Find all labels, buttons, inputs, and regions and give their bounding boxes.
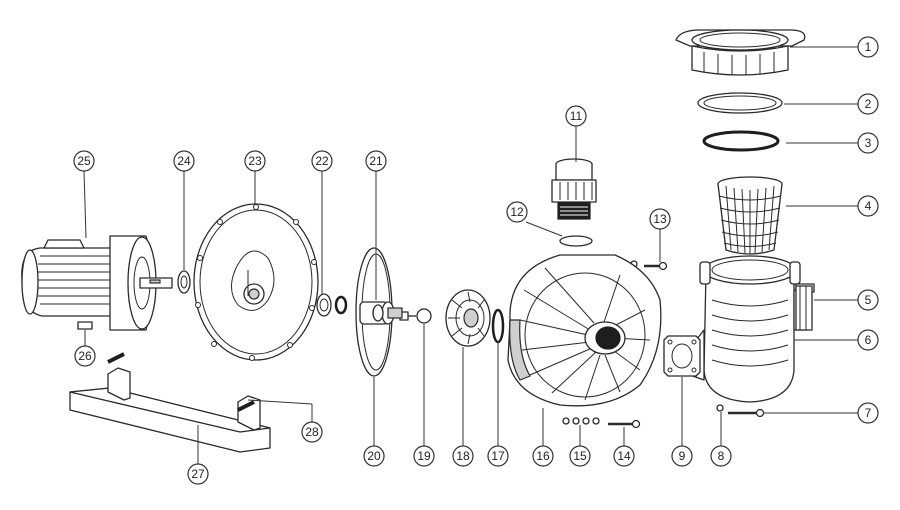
- part-flange-gasket: [663, 335, 701, 377]
- callout-15: 15: [569, 445, 591, 467]
- part-outlet-union: [795, 285, 813, 331]
- part-screw-14: [608, 419, 641, 429]
- part-seal-ring: [316, 293, 348, 317]
- callout-4: 4: [857, 195, 879, 217]
- callout-21: 21: [365, 150, 387, 172]
- callout-7: 7: [857, 402, 879, 424]
- part-strainer-lid: [675, 29, 806, 76]
- callout-label: 22: [315, 154, 329, 168]
- callout-14: 14: [613, 445, 635, 467]
- part-motor-bracket: [193, 203, 319, 361]
- callout-13: 13: [649, 208, 671, 230]
- callout-label: 6: [865, 333, 872, 347]
- callout-label: 12: [510, 205, 524, 219]
- callout-label: 2: [865, 97, 872, 111]
- callout-label: 17: [491, 449, 505, 463]
- callout-16: 16: [532, 445, 554, 467]
- part-impeller: [445, 289, 491, 347]
- part-washers-15: [562, 417, 600, 425]
- callout-label: 9: [679, 449, 686, 463]
- callout-label: 23: [248, 154, 262, 168]
- callout-label: 26: [78, 349, 92, 363]
- callout-label: 19: [417, 449, 431, 463]
- callout-label: 16: [536, 449, 550, 463]
- part-motor: [21, 235, 173, 331]
- callout-label: 20: [367, 449, 381, 463]
- part-strainer-housing: [689, 255, 815, 403]
- part-lid-gasket: [697, 92, 783, 114]
- callout-label: 25: [77, 154, 91, 168]
- callout-label: 24: [177, 154, 191, 168]
- callout-11: 11: [565, 105, 587, 127]
- part-union-o-ring: [559, 235, 593, 247]
- callout-19: 19: [413, 445, 435, 467]
- callout-20: 20: [363, 445, 385, 467]
- callout-label: 13: [653, 212, 667, 226]
- callout-5: 5: [857, 289, 879, 311]
- callout-label: 14: [617, 449, 631, 463]
- callout-label: 27: [191, 467, 205, 481]
- callout-26: 26: [74, 345, 96, 367]
- callout-23: 23: [244, 150, 266, 172]
- callout-label: 1: [865, 40, 872, 54]
- callout-label: 11: [570, 109, 583, 123]
- callout-3: 3: [857, 132, 879, 154]
- callout-label: 5: [865, 293, 872, 307]
- part-top-union: [551, 158, 597, 220]
- callout-25: 25: [73, 150, 95, 172]
- part-drain-plug: [716, 404, 765, 418]
- callout-label: 8: [718, 449, 725, 463]
- part-lid-o-ring: [702, 130, 780, 152]
- callout-label: 15: [573, 449, 587, 463]
- callout-8: 8: [710, 445, 732, 467]
- callout-12: 12: [506, 201, 528, 223]
- callout-label: 7: [865, 406, 872, 420]
- part-pump-body: [507, 254, 662, 407]
- callout-22: 22: [311, 150, 333, 172]
- part-impeller-nut: [399, 308, 432, 324]
- callout-label: 21: [369, 154, 383, 168]
- part-shaft-key: [77, 321, 93, 330]
- callout-1: 1: [857, 36, 879, 58]
- part-rubber-pads: [107, 352, 255, 412]
- leader-lines: [83, 46, 858, 464]
- callout-17: 17: [487, 445, 509, 467]
- part-mechanical-seal: [359, 301, 403, 325]
- part-base-stand: [69, 367, 271, 453]
- part-diffuser-o-ring: [491, 308, 505, 344]
- callout-2: 2: [857, 93, 879, 115]
- part-shaft-ring: [177, 270, 191, 294]
- callout-label: 4: [865, 199, 872, 213]
- callout-9: 9: [671, 445, 693, 467]
- callout-label: 28: [305, 425, 319, 439]
- callout-28: 28: [301, 421, 323, 443]
- callout-label: 18: [456, 449, 470, 463]
- callout-24: 24: [173, 150, 195, 172]
- callout-18: 18: [452, 445, 474, 467]
- callout-27: 27: [187, 463, 209, 485]
- callout-label: 3: [865, 136, 872, 150]
- callout-6: 6: [857, 329, 879, 351]
- part-strainer-basket: [717, 176, 783, 255]
